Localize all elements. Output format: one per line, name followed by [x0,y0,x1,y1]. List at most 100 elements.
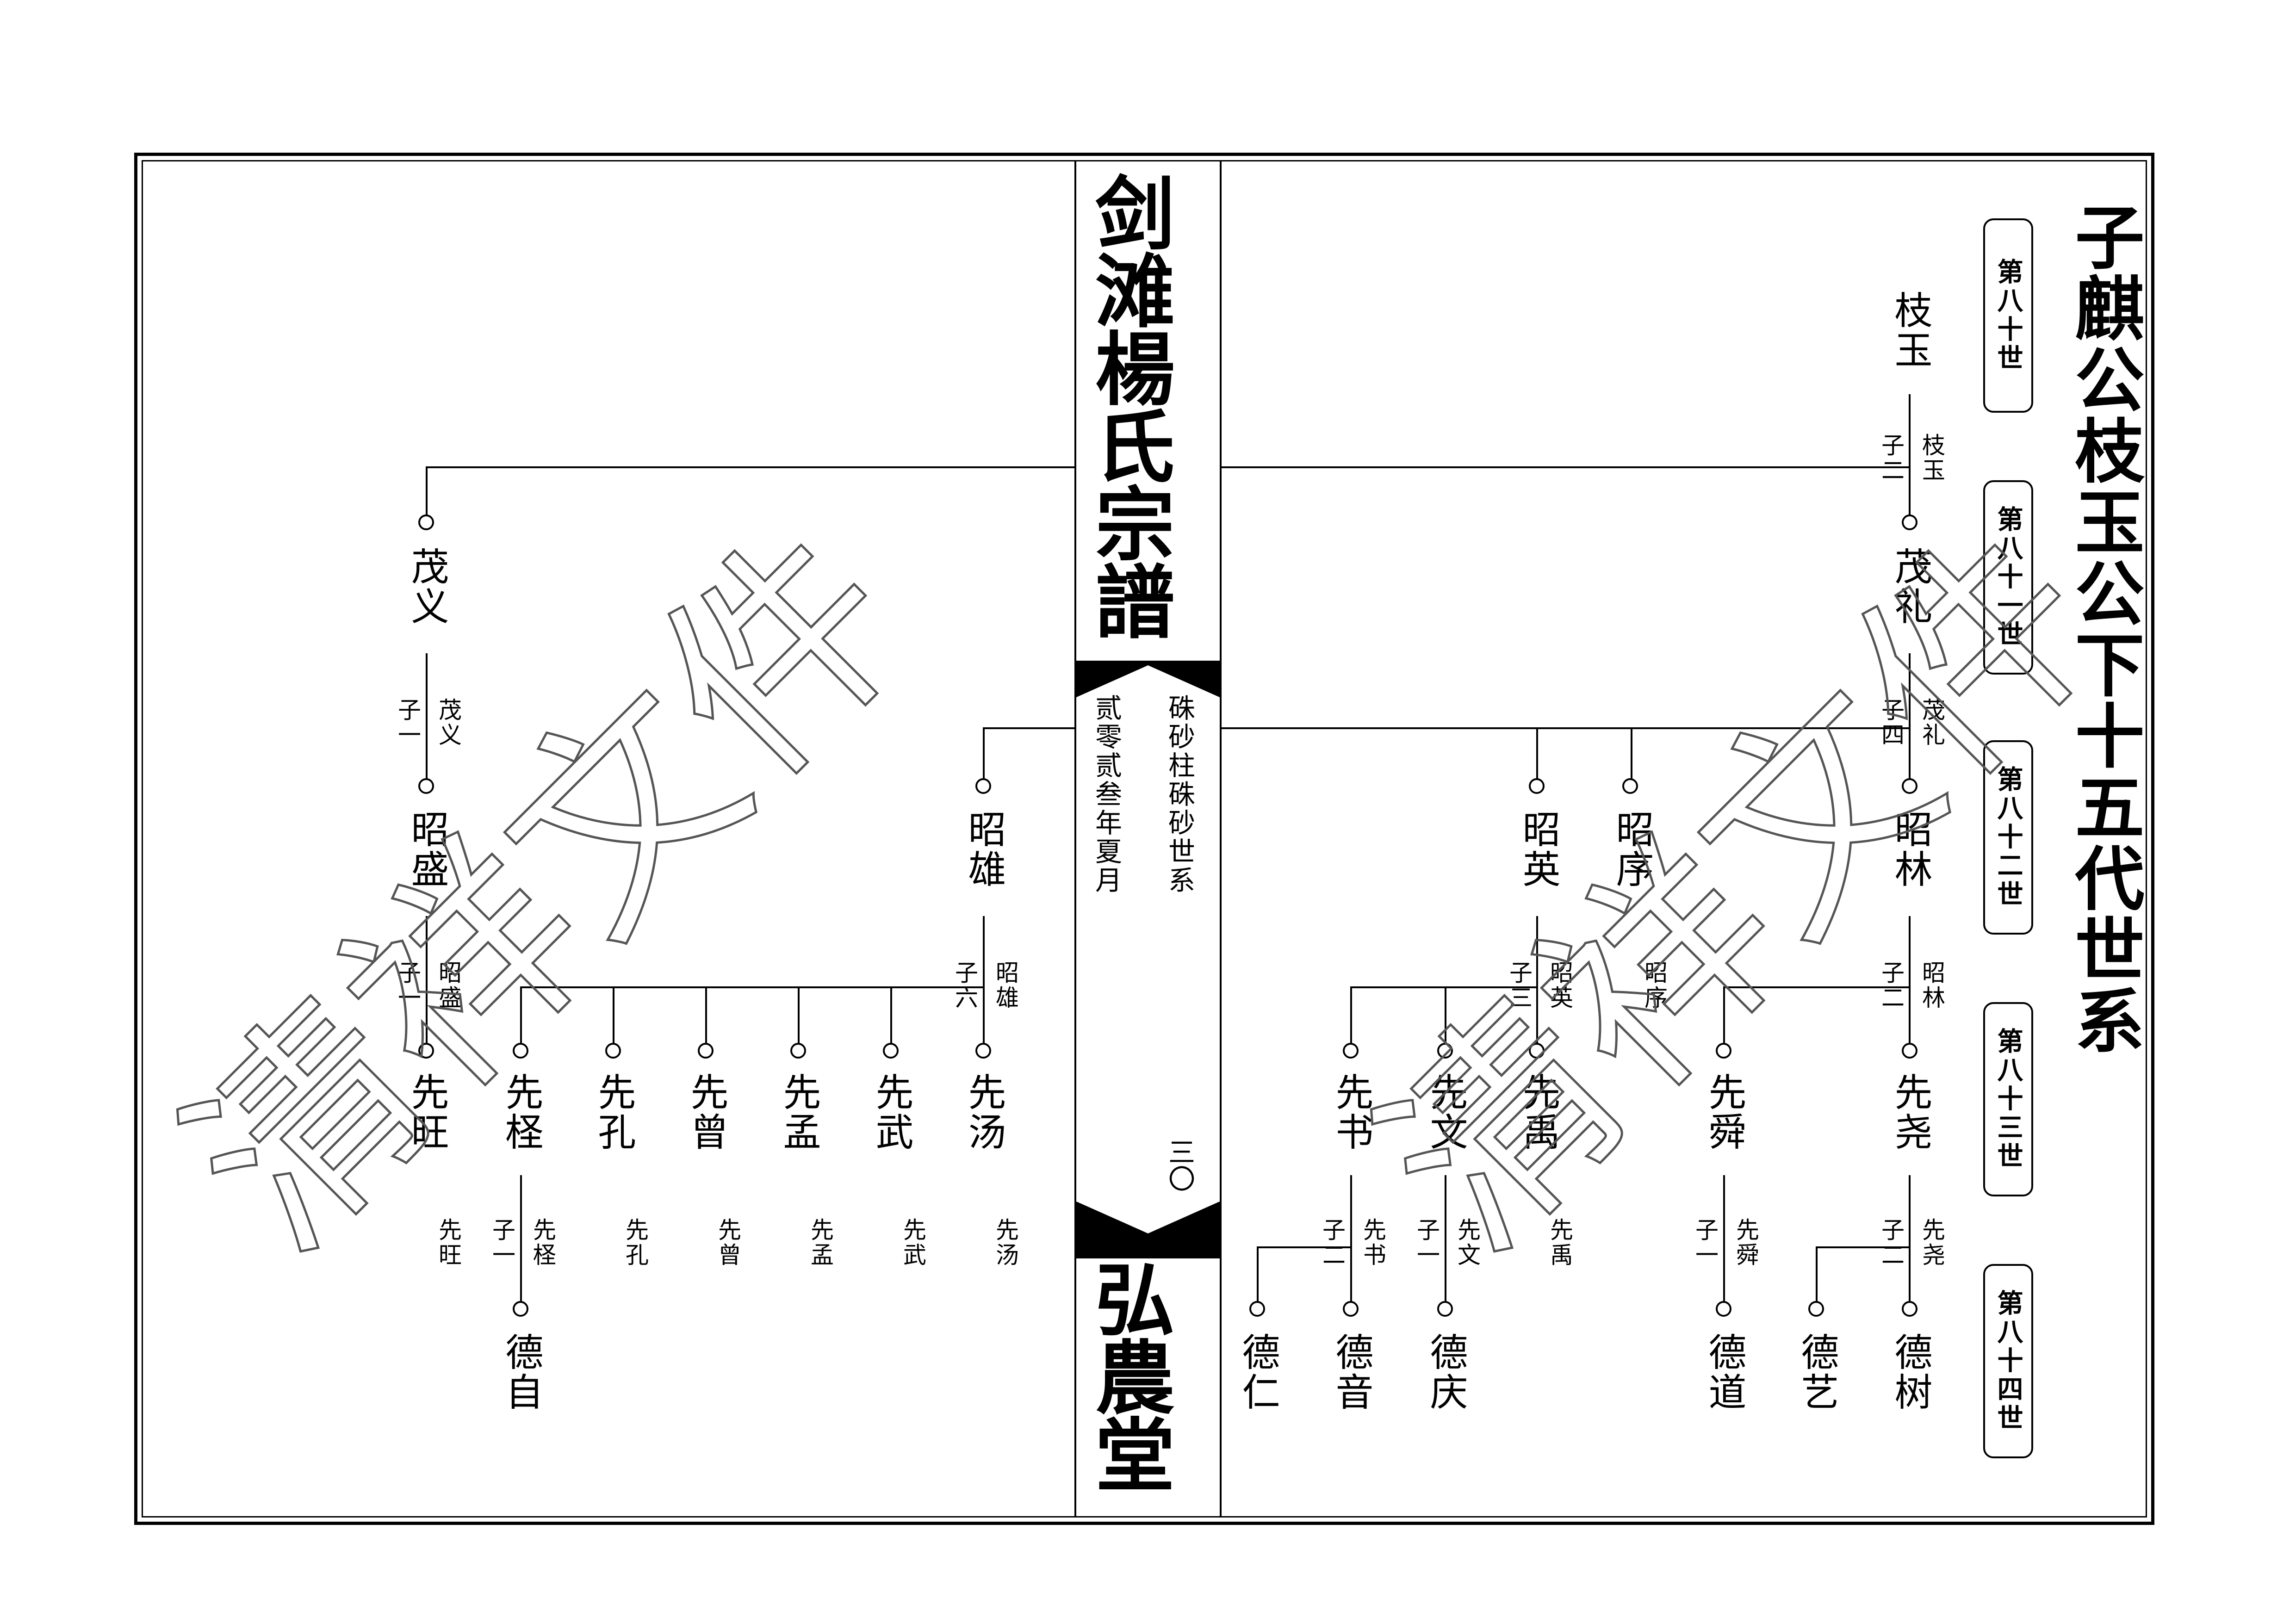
node-circle [1437,1043,1453,1059]
compile-date: 贰零贰叁年夏月 [1091,694,1122,895]
person-dezi: 德自 [499,1332,543,1412]
line [1350,1175,1352,1309]
line [1816,1246,1910,1248]
node-circle [1437,1301,1453,1317]
node-circle [1716,1043,1731,1059]
cross-page-link-gen82 [983,727,1074,729]
node-circle [1808,1301,1824,1317]
parent-note: 茂义 [435,698,462,748]
line [1723,986,1725,1050]
children-count: 子三 [1506,960,1533,1010]
person-deyi: 德艺 [1794,1332,1838,1412]
person-zhaoxu: 昭序 [1609,810,1653,889]
book-title: 剑滩楊氏宗譜 [1081,172,1175,638]
line [613,986,614,1050]
parent-note: 先孟 [807,1218,834,1268]
parent-note: 先汤 [992,1218,1019,1268]
line [983,916,985,1050]
parent-note: 昭英 [1546,960,1573,1010]
line [520,1175,522,1309]
line [1723,986,1910,988]
person-deren: 德仁 [1235,1332,1279,1412]
children-count: 子二 [1319,1218,1346,1268]
spine-left-rule [1074,160,1076,1518]
parent-note: 先尧 [1918,1218,1945,1268]
cross-page-link-gen81 [1221,466,1910,468]
children-count: 子四 [1878,698,1905,748]
person-xianyu: 先禹 [1516,1072,1560,1152]
parent-note: 先武 [900,1218,926,1268]
children-count: 子二 [1878,960,1905,1010]
children-count: 子一 [1692,1218,1719,1268]
node-circle [418,1043,434,1059]
person-xianshu: 先书 [1329,1072,1373,1152]
node-circle [883,1043,899,1059]
node-circle [1716,1301,1731,1317]
parent-note: 枝玉 [1918,433,1945,483]
generation-label-81: 第八十一世 [1983,480,2033,675]
generation-label-82: 第八十二世 [1983,740,2033,935]
fishtail-bottom [1075,1201,1221,1258]
generation-label-83: 第八十三世 [1983,1002,2033,1196]
line [1816,1246,1818,1309]
parent-note: 先禹 [1546,1218,1573,1268]
parent-note: 先曾 [714,1218,741,1268]
line [1909,916,1911,1050]
cross-page-link-gen81 [426,466,1074,468]
parent-note: 昭林 [1918,960,1945,1010]
line [1536,727,1538,781]
fishtail-top [1075,661,1221,698]
children-count: 子二 [1878,1218,1905,1268]
node-circle [975,778,991,794]
line [1909,653,1911,786]
node-circle [975,1043,991,1059]
branch-name: 硃砂柱硃砂世系 [1164,694,1195,895]
generation-label-80: 第八十世 [1983,218,2033,413]
line [520,986,522,1050]
line [1723,1175,1725,1309]
parent-note: 昭盛 [435,960,462,1010]
person-maoyi: 茂义 [404,547,448,626]
node-circle [418,778,434,794]
node-circle [1343,1043,1359,1059]
parent-note: 先文 [1454,1218,1481,1268]
children-count: 子一 [1413,1218,1440,1268]
node-circle [1902,514,1917,530]
node-circle [698,1043,714,1059]
node-circle [790,1043,806,1059]
node-circle [1529,1043,1545,1059]
children-count: 子一 [489,1218,515,1268]
node-circle [418,514,434,530]
person-deyin: 德音 [1329,1332,1373,1412]
node-circle [1529,778,1545,794]
line [426,466,428,522]
line [1536,916,1538,1050]
parent-note: 先旺 [435,1218,462,1268]
node-circle [1249,1301,1265,1317]
line [1350,986,1537,988]
person-zhaosheng: 昭盛 [404,810,448,889]
page-number: 三〇 [1164,1138,1195,1192]
node-circle [605,1043,621,1059]
person-xianshun: 先舜 [1702,1072,1746,1152]
line [1350,986,1352,1050]
person-xiantang: 先汤 [962,1072,1005,1152]
person-xianwu: 先武 [869,1072,913,1152]
parent-note: 昭雄 [992,960,1019,1010]
children-count: 子一 [394,698,421,748]
parent-note: 先书 [1359,1218,1386,1268]
line [798,986,800,1050]
person-xiancheng: 先柽 [499,1072,543,1152]
line [426,653,428,786]
person-xianmeng: 先孟 [776,1072,820,1152]
person-zhaoying: 昭英 [1516,810,1560,889]
children-count: 子六 [951,960,978,1010]
parent-note: 茂礼 [1918,698,1945,748]
node-circle [1622,778,1638,794]
node-circle [1343,1301,1359,1317]
person-xianwen: 先文 [1423,1072,1467,1152]
person-zhiyu: 枝玉 [1888,291,1932,370]
person-deshu: 德树 [1888,1332,1932,1412]
line [1631,727,1632,781]
line [1445,986,1446,1050]
